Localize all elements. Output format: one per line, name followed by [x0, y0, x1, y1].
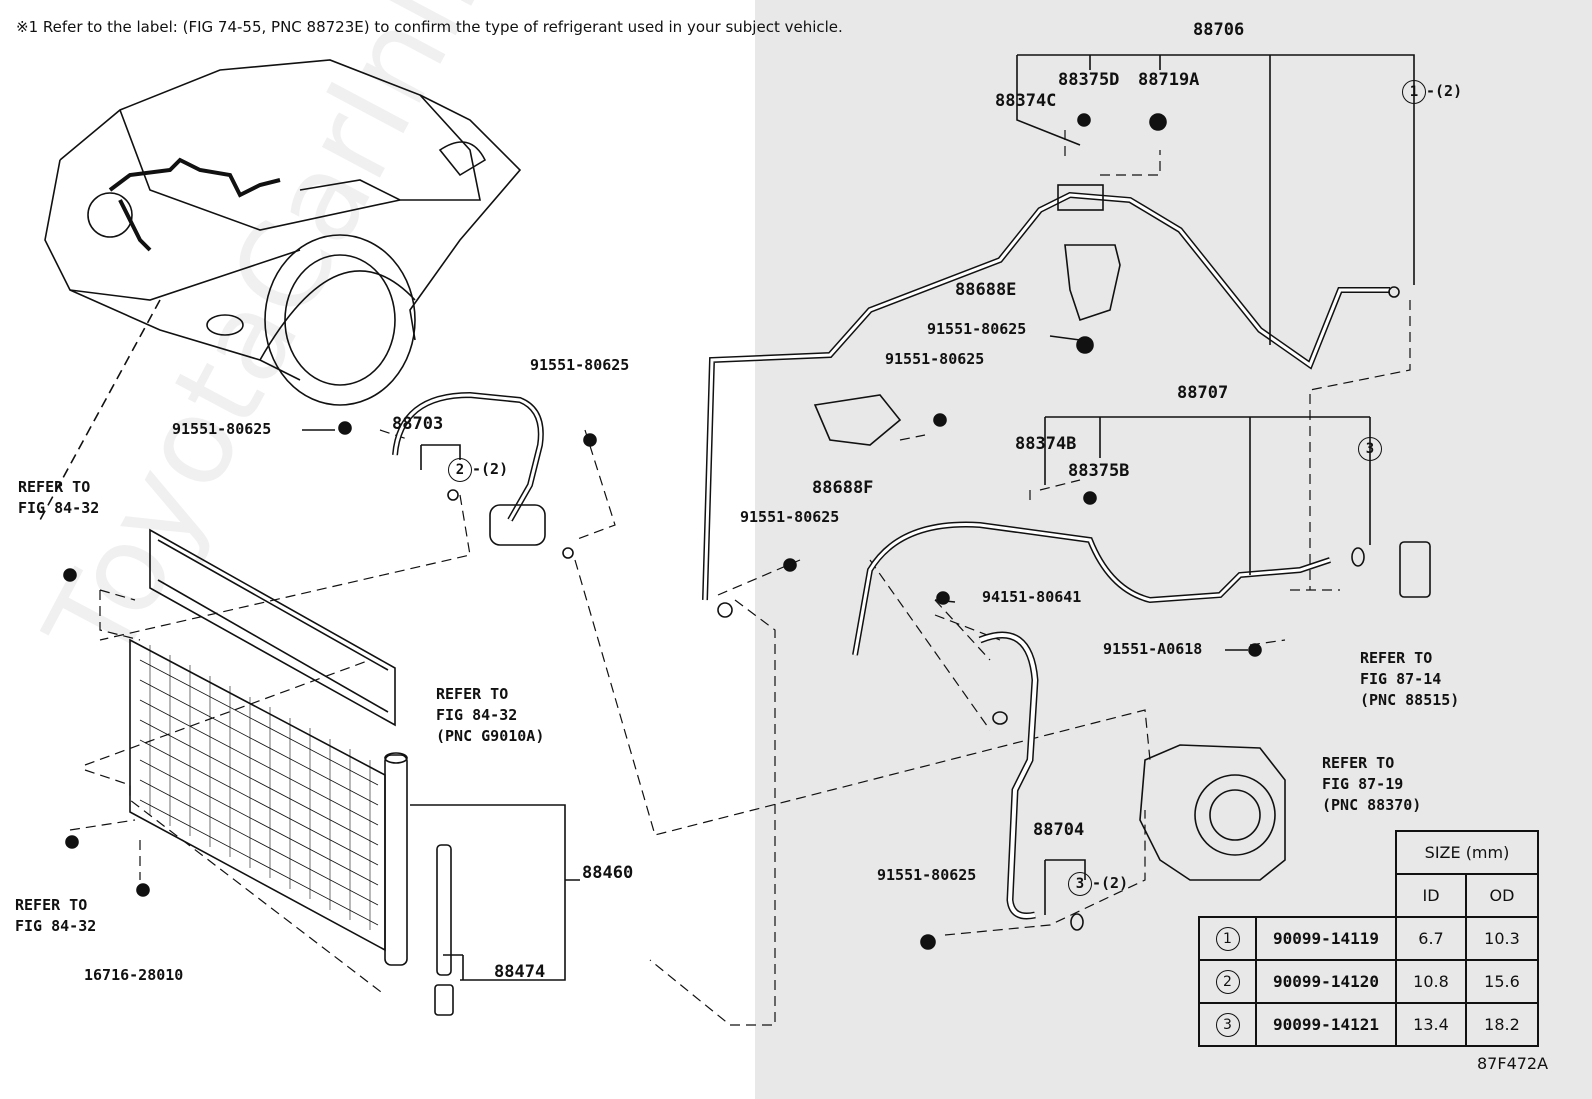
- part-88375D[interactable]: 88375D: [1058, 70, 1120, 90]
- row-ref: 3: [1215, 1012, 1240, 1037]
- size-table-id-header: ID: [1395, 873, 1467, 918]
- figure-code: 87F472A: [1477, 1054, 1549, 1073]
- row-part[interactable]: 90099-14119: [1255, 916, 1397, 961]
- part-91551-80625-b[interactable]: 91551-80625: [885, 350, 985, 368]
- callout-3b-qty: -(2): [1092, 874, 1129, 892]
- row-part[interactable]: 90099-14120: [1255, 959, 1397, 1004]
- part-91551-A0618[interactable]: 91551-A0618: [1103, 640, 1203, 658]
- part-88374B[interactable]: 88374B: [1015, 434, 1077, 454]
- part-88719A[interactable]: 88719A: [1138, 70, 1200, 90]
- callout-2-qty: -(2): [472, 460, 509, 478]
- callout-2-number: 2: [448, 458, 472, 482]
- callout-3b-number: 3: [1068, 872, 1092, 896]
- callout-1-qty: -(2): [1426, 82, 1463, 100]
- condenser-outline: [129, 638, 408, 966]
- radiator-outline: [149, 528, 396, 727]
- refer-fig-84-32-radiator[interactable]: REFER TO FIG 84-32 (PNC G9010A): [436, 685, 545, 745]
- refrigerant-note: ※1 Refer to the label: (FIG 74-55, PNC 8…: [16, 18, 843, 36]
- part-88688E[interactable]: 88688E: [955, 280, 1017, 300]
- table-row: 3 90099-14121 13.4 18.2: [1198, 1002, 1540, 1047]
- size-table-title: SIZE (mm): [1395, 830, 1539, 875]
- callout-1: 1-(2): [1402, 80, 1462, 104]
- row-id: 13.4: [1395, 1002, 1467, 1047]
- callout-3b: 3-(2): [1068, 872, 1128, 896]
- callout-1-number: 1: [1402, 80, 1426, 104]
- part-88460[interactable]: 88460: [582, 863, 634, 883]
- part-88688F[interactable]: 88688F: [812, 478, 874, 498]
- part-88474[interactable]: 88474: [494, 962, 546, 982]
- part-91551-80625-f[interactable]: 91551-80625: [172, 420, 272, 438]
- size-table-od-header: OD: [1464, 873, 1540, 918]
- part-91551-80625-c[interactable]: 91551-80625: [740, 508, 840, 526]
- part-88706[interactable]: 88706: [1193, 20, 1245, 40]
- refer-fig-87-14[interactable]: REFER TO FIG 87-14 (PNC 88515): [1360, 649, 1460, 709]
- refer-fig-84-32-lower[interactable]: REFER TO FIG 84-32: [15, 896, 97, 935]
- row-ref: 1: [1215, 926, 1240, 951]
- callout-2: 2-(2): [448, 458, 508, 482]
- row-od: 15.6: [1464, 959, 1540, 1004]
- row-od: 10.3: [1464, 916, 1540, 961]
- vehicle-outline: [44, 59, 522, 406]
- row-id: 6.7: [1395, 916, 1467, 961]
- table-row: 1 90099-14119 6.7 10.3: [1198, 916, 1540, 961]
- refer-fig-87-19[interactable]: REFER TO FIG 87-19 (PNC 88370): [1322, 754, 1422, 814]
- row-part[interactable]: 90099-14121: [1255, 1002, 1397, 1047]
- row-ref: 2: [1215, 969, 1240, 994]
- part-91551-80625-d[interactable]: 91551-80625: [877, 866, 977, 884]
- callout-3a-number: 3: [1358, 437, 1382, 461]
- part-88704[interactable]: 88704: [1033, 820, 1085, 840]
- compressor-outline: [1139, 744, 1286, 881]
- table-row: 2 90099-14120 10.8 15.6: [1198, 959, 1540, 1004]
- part-88703[interactable]: 88703: [392, 414, 444, 434]
- part-88375B[interactable]: 88375B: [1068, 461, 1130, 481]
- row-id: 10.8: [1395, 959, 1467, 1004]
- part-88707[interactable]: 88707: [1177, 383, 1229, 403]
- part-16716-28010[interactable]: 16716-28010: [84, 966, 184, 984]
- part-94151-80641[interactable]: 94151-80641: [982, 588, 1082, 606]
- part-91551-80625-a[interactable]: 91551-80625: [927, 320, 1027, 338]
- row-od: 18.2: [1464, 1002, 1540, 1047]
- refer-fig-84-32-upper[interactable]: REFER TO FIG 84-32: [18, 478, 100, 517]
- callout-3a: 3: [1358, 437, 1382, 461]
- o-ring-size-table: SIZE (mm) ID OD 1 90099-14119 6.7 10.3 2…: [1198, 830, 1540, 1047]
- part-91551-80625-e[interactable]: 91551-80625: [530, 356, 630, 374]
- part-88374C[interactable]: 88374C: [995, 91, 1057, 111]
